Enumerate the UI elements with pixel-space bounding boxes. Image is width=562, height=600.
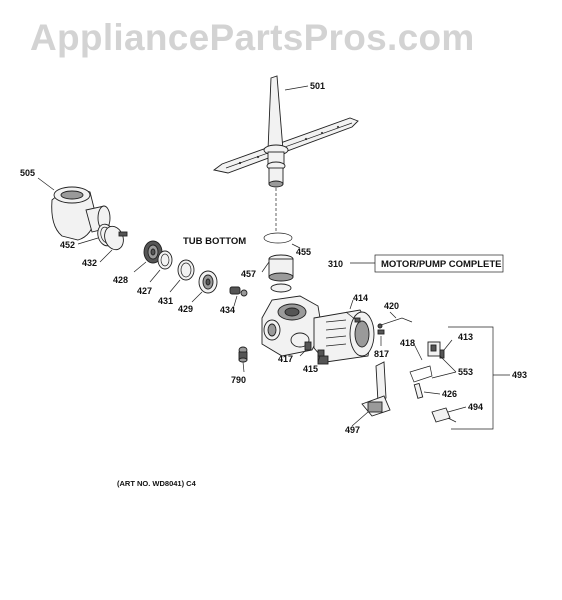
leader-553-a xyxy=(431,371,457,379)
part-number-505: 505 xyxy=(20,168,35,178)
part-number-426: 426 xyxy=(442,389,457,399)
bolt-414-drawing xyxy=(345,299,361,323)
part-number-428: 428 xyxy=(113,275,128,285)
part-790-drawing xyxy=(238,346,248,373)
screws-417-415-drawing xyxy=(299,341,325,363)
part-number-790: 790 xyxy=(231,375,246,385)
part-number-457: 457 xyxy=(241,269,256,279)
part-number-427: 427 xyxy=(137,286,152,296)
part-number-497: 497 xyxy=(345,425,360,435)
spray-arm-drawing xyxy=(212,75,359,232)
bracket-418-drawing xyxy=(409,343,433,383)
sump-housing-drawing xyxy=(37,177,111,241)
part-number-494: 494 xyxy=(468,402,483,412)
part-494-drawing xyxy=(431,406,467,423)
clip-817-drawing xyxy=(377,329,385,346)
part-number-414: 414 xyxy=(353,293,368,303)
part-413-drawing xyxy=(427,339,453,359)
part-number-553: 553 xyxy=(458,367,473,377)
part-number-310: 310 xyxy=(328,259,343,269)
part-number-493: 493 xyxy=(512,370,527,380)
coupling-457-drawing xyxy=(261,254,294,293)
part-number-501: 501 xyxy=(310,81,325,91)
part-number-420: 420 xyxy=(384,301,399,311)
tub-bottom-caption: TUB BOTTOM xyxy=(183,236,246,247)
part-number-418: 418 xyxy=(400,338,415,348)
part-number-413: 413 xyxy=(458,332,473,342)
part-number-432: 432 xyxy=(82,258,97,268)
nut-434-drawing xyxy=(229,286,248,307)
part-number-817: 817 xyxy=(374,349,389,359)
art-number-caption: (ART NO. WD8041) C4 xyxy=(117,479,197,488)
part-number-429: 429 xyxy=(178,304,193,314)
part-number-417: 417 xyxy=(278,354,293,364)
watermark-text: AppliancePartsPros.com xyxy=(30,17,475,58)
gasket-455-drawing xyxy=(263,232,301,249)
bracket-493 xyxy=(448,326,494,430)
part-426-drawing xyxy=(413,382,441,399)
motor-pump-complete-box xyxy=(374,254,504,273)
leader-553-b xyxy=(439,355,457,373)
clamp-432-drawing xyxy=(99,225,128,263)
part-number-452: 452 xyxy=(60,240,75,250)
motor-pump-complete-caption: MOTOR/PUMP COMPLETE xyxy=(381,259,502,270)
impeller-429-drawing xyxy=(191,270,218,303)
rod-420-drawing xyxy=(377,311,413,329)
ring-431-drawing xyxy=(169,259,195,293)
seal-427-drawing xyxy=(149,250,173,283)
part-number-415: 415 xyxy=(303,364,318,374)
solenoid-497-drawing xyxy=(351,361,391,427)
impeller-428-drawing xyxy=(133,240,163,273)
part-number-431: 431 xyxy=(158,296,173,306)
motor-pump-assembly-drawing xyxy=(261,295,375,365)
part-number-455: 455 xyxy=(296,247,311,257)
part-number-434: 434 xyxy=(220,305,235,315)
